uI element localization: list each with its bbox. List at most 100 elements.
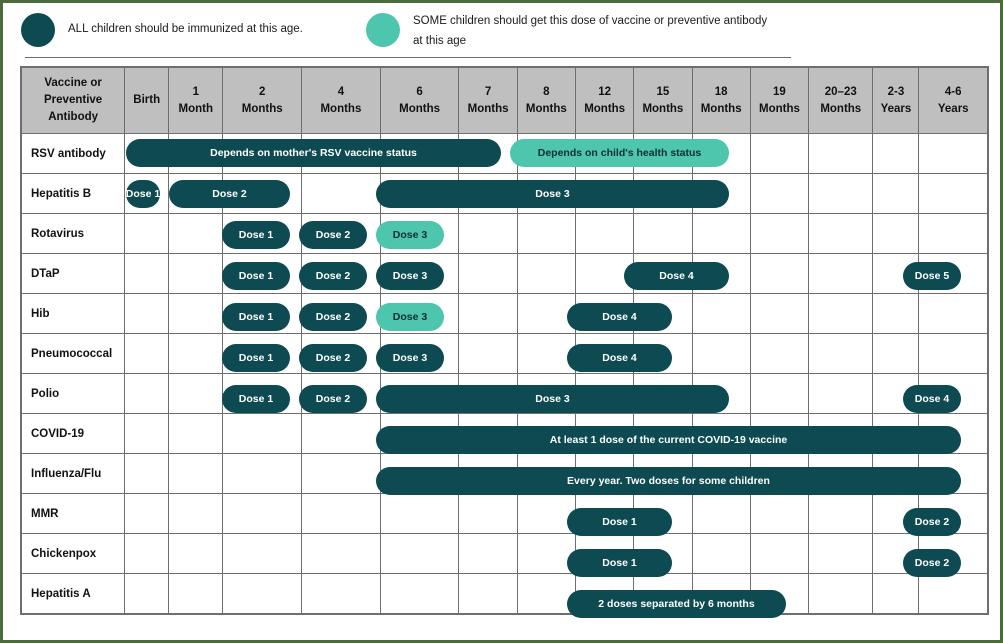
cell-r4-c6 bbox=[516, 293, 577, 334]
table-row: MMR bbox=[20, 493, 988, 534]
cell-r6-c11 bbox=[808, 373, 874, 414]
schedule-bar-pneumococcal-3[interactable]: Dose 4 bbox=[567, 344, 672, 372]
schedule-bar-hib-0[interactable]: Dose 1 bbox=[222, 303, 290, 331]
cell-r9-c1 bbox=[168, 493, 224, 534]
cell-r11-c6 bbox=[516, 573, 577, 614]
schedule-bar-hib-2[interactable]: Dose 3 bbox=[376, 303, 444, 331]
cell-r9-c9 bbox=[691, 493, 751, 534]
schedule-bar-dtap-2[interactable]: Dose 3 bbox=[376, 262, 444, 290]
schedule-bar-dtap-1[interactable]: Dose 2 bbox=[299, 262, 367, 290]
schedule-bar-hepatitis-b-2[interactable]: Dose 3 bbox=[376, 180, 729, 208]
schedule-bar-hepatitis-b-0[interactable]: Dose 1 bbox=[126, 180, 160, 208]
schedule-bar-covid-19-0[interactable]: At least 1 dose of the current COVID-19 … bbox=[376, 426, 961, 454]
schedule-bar-label: Dose 4 bbox=[914, 393, 950, 405]
schedule-bar-label: Dose 4 bbox=[602, 352, 637, 364]
cell-r10-c1 bbox=[168, 533, 224, 574]
schedule-bar-hib-3[interactable]: Dose 4 bbox=[567, 303, 672, 331]
schedule-bar-label: Dose 1 bbox=[238, 352, 274, 364]
schedule-bar-chickenpox-0[interactable]: Dose 1 bbox=[567, 549, 672, 577]
cell-r10-c11 bbox=[808, 533, 874, 574]
header-age-unit: Months bbox=[241, 102, 283, 115]
legend-item-some: SOME children should get this dose of va… bbox=[366, 11, 768, 51]
row-label-chickenpox: Chickenpox bbox=[20, 533, 126, 574]
cell-r3-c1 bbox=[168, 253, 224, 294]
schedule-bar-label: Dose 2 bbox=[315, 229, 351, 241]
cell-r1-c3 bbox=[301, 173, 381, 214]
cell-r11-c5 bbox=[458, 573, 518, 614]
cell-r6-c1 bbox=[168, 373, 224, 414]
schedule-bar-rotavirus-2[interactable]: Dose 3 bbox=[376, 221, 444, 249]
legend-item-all: ALL children should be immunized at this… bbox=[21, 11, 366, 47]
cell-r4-c0 bbox=[124, 293, 170, 334]
header-age-number: 19 bbox=[773, 85, 786, 98]
cell-r7-c3 bbox=[301, 413, 381, 454]
schedule-bar-rotavirus-0[interactable]: Dose 1 bbox=[222, 221, 290, 249]
schedule-bar-label: Dose 1 bbox=[238, 229, 274, 241]
cell-r2-c13 bbox=[918, 213, 988, 254]
cell-r4-c5 bbox=[458, 293, 518, 334]
cell-r10-c0 bbox=[124, 533, 170, 574]
cell-r8-c0 bbox=[124, 453, 170, 494]
cell-r2-c0 bbox=[124, 213, 170, 254]
cell-r11-c0 bbox=[124, 573, 170, 614]
row-label-covid-19: COVID-19 bbox=[20, 413, 126, 454]
header-age-number: 4 bbox=[337, 85, 345, 98]
row-label-pneumococcal: Pneumococcal bbox=[20, 333, 126, 374]
schedule-bar-dtap-3[interactable]: Dose 4 bbox=[624, 262, 729, 290]
schedule-bar-pneumococcal-1[interactable]: Dose 2 bbox=[299, 344, 367, 372]
header-age-unit: Months bbox=[758, 102, 800, 115]
schedule-bar-label: Dose 2 bbox=[315, 311, 351, 323]
schedule-bar-rsv-antibody-0[interactable]: Depends on mother's RSV vaccine status bbox=[126, 139, 501, 167]
schedule-bar-polio-0[interactable]: Dose 1 bbox=[222, 385, 290, 413]
schedule-bar-mmr-1[interactable]: Dose 2 bbox=[903, 508, 961, 536]
schedule-bar-polio-3[interactable]: Dose 4 bbox=[903, 385, 961, 413]
schedule-bar-polio-2[interactable]: Dose 3 bbox=[376, 385, 729, 413]
cell-r5-c12 bbox=[872, 333, 920, 374]
header-age-number: 4-6 bbox=[944, 85, 962, 98]
header-first-column: Vaccine or Preventive Antibody bbox=[20, 67, 126, 134]
cell-r11-c11 bbox=[808, 573, 874, 614]
cell-r4-c1 bbox=[168, 293, 224, 334]
header-age-number: 1 bbox=[192, 85, 199, 98]
schedule-bar-influenza-flu-0[interactable]: Every year. Two doses for some children bbox=[376, 467, 961, 495]
schedule-bar-rsv-antibody-1[interactable]: Depends on child's health status bbox=[510, 139, 729, 167]
legend-dot-some-icon bbox=[366, 13, 400, 47]
header-age-unit: Months bbox=[584, 102, 626, 115]
cell-r0-c11 bbox=[808, 133, 874, 174]
schedule-bar-polio-1[interactable]: Dose 2 bbox=[299, 385, 367, 413]
schedule-bar-pneumococcal-2[interactable]: Dose 3 bbox=[376, 344, 444, 372]
schedule-bar-label: Dose 2 bbox=[914, 516, 950, 528]
schedule-bar-pneumococcal-0[interactable]: Dose 1 bbox=[222, 344, 290, 372]
row-label-mmr: MMR bbox=[20, 493, 126, 534]
cell-r5-c9 bbox=[691, 333, 751, 374]
schedule-bar-rotavirus-1[interactable]: Dose 2 bbox=[299, 221, 367, 249]
schedule-bar-mmr-0[interactable]: Dose 1 bbox=[567, 508, 672, 536]
schedule-bar-label: Every year. Two doses for some children bbox=[567, 475, 770, 487]
cell-r8-c3 bbox=[301, 453, 381, 494]
header-age-number: 2-3 bbox=[887, 85, 905, 98]
schedule-bar-dtap-0[interactable]: Dose 1 bbox=[222, 262, 290, 290]
header-age-unit: Months bbox=[700, 102, 742, 115]
schedule-bar-label: Dose 4 bbox=[602, 311, 637, 323]
cell-r7-c1 bbox=[168, 413, 224, 454]
schedule-bar-hib-1[interactable]: Dose 2 bbox=[299, 303, 367, 331]
schedule-bar-dtap-4[interactable]: Dose 5 bbox=[903, 262, 961, 290]
schedule-bar-label: Dose 3 bbox=[535, 393, 570, 405]
schedule-bar-hepatitis-b-1[interactable]: Dose 2 bbox=[169, 180, 290, 208]
cell-r4-c13 bbox=[918, 293, 988, 334]
schedule-bar-label: Dose 5 bbox=[914, 270, 950, 282]
table-row: Hib bbox=[20, 293, 988, 334]
schedule-bar-label: Depends on mother's RSV vaccine status bbox=[210, 147, 417, 159]
legend-label-some: SOME children should get this dose of va… bbox=[413, 15, 768, 48]
schedule-bar-chickenpox-1[interactable]: Dose 2 bbox=[903, 549, 961, 577]
schedule-bar-label: Dose 2 bbox=[315, 270, 351, 282]
schedule-bar-label: At least 1 dose of the current COVID-19 … bbox=[549, 434, 788, 446]
header-age-unit: Months bbox=[820, 102, 862, 115]
schedule-bar-hepatitis-a-0[interactable]: 2 doses separated by 6 months bbox=[567, 590, 786, 618]
header-age-unit: Months bbox=[642, 102, 684, 115]
